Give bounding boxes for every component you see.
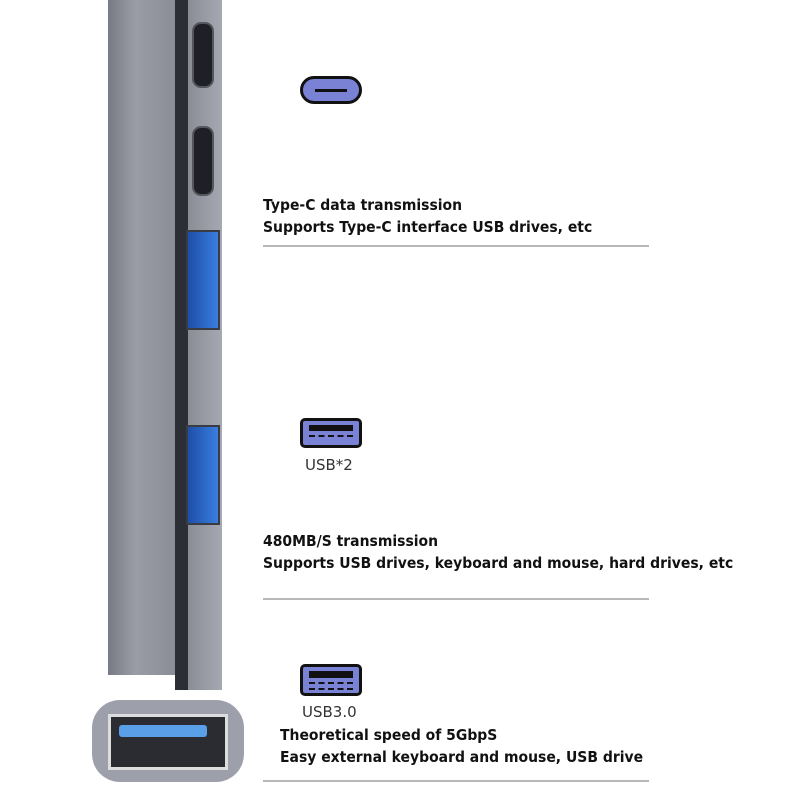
usb-a-port-2	[186, 425, 220, 525]
usb-a-end-connector	[92, 700, 244, 782]
hub-right-face	[188, 0, 222, 690]
typec-icon	[300, 76, 362, 104]
usb3-label: USB3.0	[302, 703, 357, 721]
typec-port-1	[192, 22, 214, 88]
typec-desc: Supports Type-C interface USB drives, et…	[263, 218, 593, 236]
usb3-title: Theoretical speed of 5GbpS	[280, 726, 498, 744]
usb3-icon	[300, 664, 362, 696]
usb2-desc: Supports USB drives, keyboard and mouse,…	[263, 554, 734, 572]
hub-seam	[175, 0, 188, 690]
usb-a-icon	[300, 418, 362, 448]
usb2-title: 480MB/S transmission	[263, 532, 439, 550]
usb-a-end-port	[108, 714, 228, 770]
usb2-label: USB*2	[305, 456, 353, 474]
typec-title: Type-C data transmission	[263, 196, 463, 214]
divider	[263, 598, 649, 600]
usb-a-tongue	[119, 725, 207, 737]
usb-a-port-1	[186, 230, 220, 330]
divider	[263, 780, 649, 782]
typec-port-2	[192, 126, 214, 196]
usb3-desc: Easy external keyboard and mouse, USB dr…	[280, 748, 644, 766]
hub-left-face	[108, 0, 176, 675]
divider	[263, 245, 649, 247]
